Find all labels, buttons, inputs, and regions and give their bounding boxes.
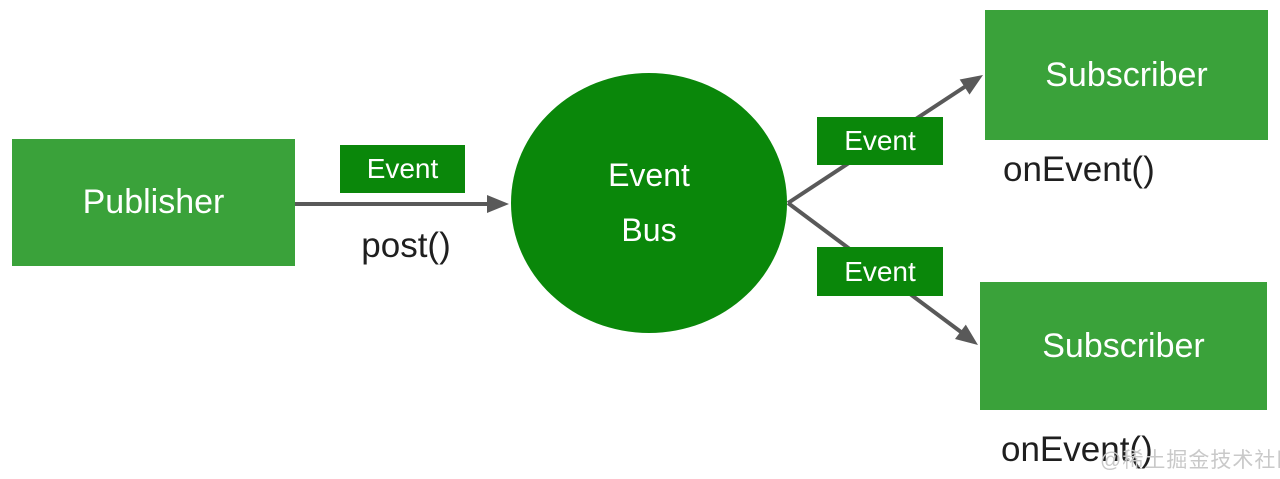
subscriber-bottom-node: Subscriber — [980, 282, 1267, 410]
event-tag-top-label: Event — [844, 125, 916, 156]
publisher-to-bus-arrowhead-icon — [487, 195, 509, 213]
watermark-text: @稀土掘金技术社区 — [1100, 449, 1280, 472]
post-method-label: post() — [361, 226, 451, 265]
onevent-top-method-label: onEvent() — [1003, 150, 1155, 189]
onevent-bottom-method-label: onEvent() — [1001, 430, 1153, 469]
event-tag-publisher: Event — [340, 145, 465, 193]
subscriber-top-label: Subscriber — [1045, 55, 1208, 94]
publisher-node: Publisher — [12, 139, 295, 266]
bus-to-top-subscriber-arrowhead-icon — [959, 75, 983, 95]
subscriber-top-node: Subscriber — [985, 10, 1268, 140]
event-bus-label-line2: Bus — [621, 212, 677, 248]
event-bus-label-line1: Event — [608, 157, 690, 193]
subscriber-bottom-label: Subscriber — [1042, 326, 1205, 365]
bus-to-bottom-subscriber-arrowhead-icon — [955, 324, 978, 345]
publisher-label: Publisher — [82, 183, 225, 221]
event-tag-bottom: Event — [817, 247, 943, 296]
event-tag-top: Event — [817, 117, 943, 165]
event-tag-publisher-label: Event — [366, 153, 439, 184]
event-bus-node: Event Bus — [511, 73, 787, 333]
event-tag-bottom-label: Event — [844, 255, 916, 287]
